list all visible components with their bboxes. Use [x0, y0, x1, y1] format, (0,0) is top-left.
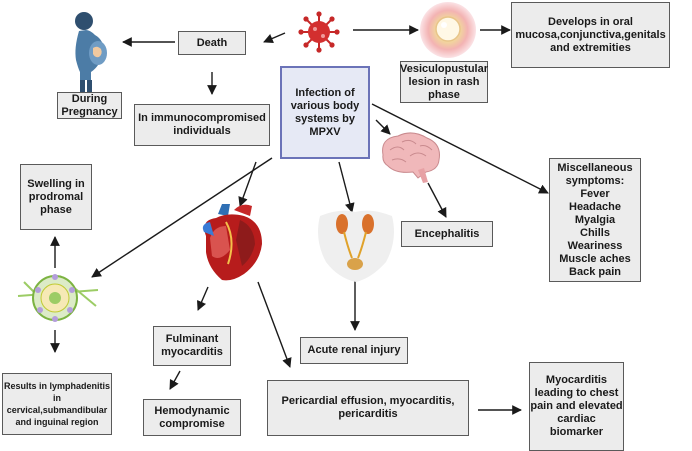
fulminant-label: Fulminant myocarditis	[161, 333, 223, 358]
myocarditis-chest-box: Myocarditis leading to chest pain and el…	[529, 362, 624, 451]
myocarditis-chest-label: Myocarditis leading to chest pain and el…	[530, 374, 623, 438]
kidney-urinary-icon	[318, 210, 394, 282]
acute-renal-label: Acute renal injury	[307, 344, 401, 356]
arrow-center-to-kidney	[338, 161, 355, 213]
encephalitis-label: Encephalitis	[414, 227, 480, 240]
skin-lesion-icon	[420, 2, 476, 58]
arrow-center-to-lymph	[91, 157, 273, 278]
death-box: Death	[178, 31, 246, 55]
arrow-virus-to-death	[263, 32, 286, 44]
arrow-center-to-brain	[375, 119, 391, 135]
arrow-fulminant-to-hemodynamic	[169, 370, 181, 390]
hemodynamic-label: Hemodynamic compromise	[154, 404, 230, 430]
develops-box: Develops in oral mucosa,conjunctiva,geni…	[511, 2, 670, 68]
lymphadenitis-box: Results in lymphadenitis in cervical,sub…	[2, 373, 112, 435]
death-label: Death	[196, 36, 228, 49]
misc-symptoms-label: Miscellaneous symptoms: Fever Headache M…	[557, 161, 633, 278]
heart-icon	[202, 204, 262, 281]
center-label: Infection of various body systems by MPX…	[290, 86, 360, 138]
pregnancy-box: During Pregnancy	[57, 92, 122, 119]
pericardial-box: Pericardial effusion, myocarditis, peric…	[267, 380, 469, 436]
vesiculopustular-box: Vesiculopustular lesion in rash phase	[400, 61, 488, 103]
acute-renal-box: Acute renal injury	[300, 337, 408, 364]
encephalitis-box: Encephalitis	[401, 221, 493, 247]
connectors	[50, 25, 549, 415]
arrow-brain-to-encephalitis	[427, 182, 447, 218]
pregnancy-label: During Pregnancy	[61, 92, 118, 118]
vesiculopustular-label: Vesiculopustular lesion in rash phase	[399, 62, 489, 101]
lymph-node-icon	[17, 274, 99, 322]
virus-icon	[298, 11, 340, 53]
hemodynamic-box: Hemodynamic compromise	[143, 399, 241, 436]
brain-icon	[382, 132, 440, 183]
swelling-label: Swelling in prodromal phase	[27, 177, 85, 216]
arrow-heart-to-pericardial	[257, 281, 292, 368]
arrow-center-to-misc	[371, 103, 549, 194]
develops-label: Develops in oral mucosa,conjunctiva,geni…	[515, 15, 666, 54]
center-node: Infection of various body systems by MPX…	[280, 66, 370, 159]
immunocompromised-box: In immunocompromised individuals	[134, 104, 270, 146]
misc-symptoms-box: Miscellaneous symptoms: Fever Headache M…	[549, 158, 641, 282]
arrow-center-to-heart	[238, 161, 257, 207]
immunocompromised-label: In immunocompromised individuals	[138, 112, 266, 137]
lymphadenitis-label: Results in lymphadenitis in cervical,sub…	[3, 381, 111, 427]
swelling-box: Swelling in prodromal phase	[20, 164, 92, 230]
fulminant-box: Fulminant myocarditis	[153, 326, 231, 366]
pericardial-label: Pericardial effusion, myocarditis, peric…	[281, 395, 455, 420]
arrow-heart-to-fulminant	[197, 286, 209, 311]
